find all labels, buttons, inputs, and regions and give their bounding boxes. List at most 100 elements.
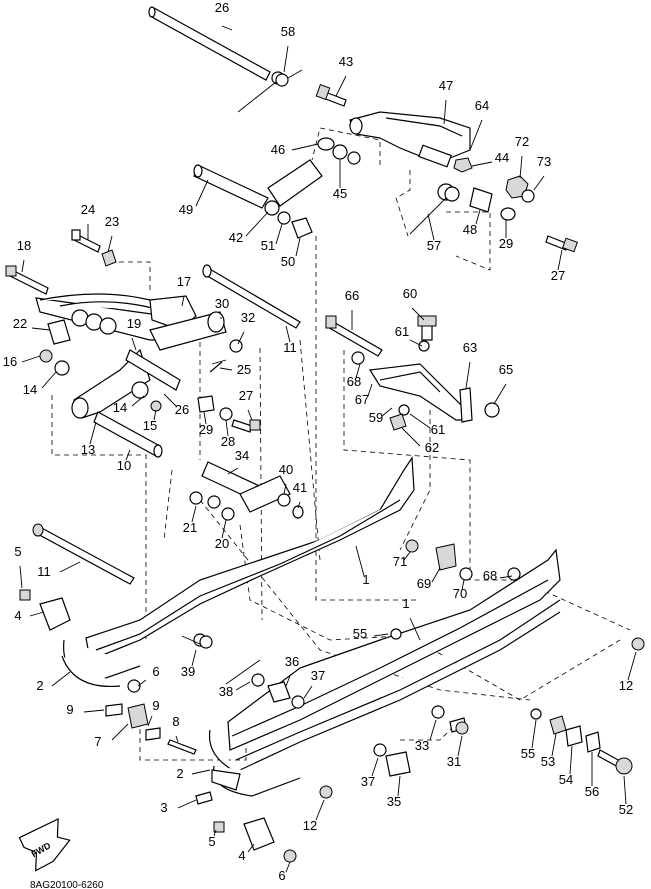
callout-number: 68	[347, 374, 361, 389]
callout-26: 26	[163, 393, 189, 417]
callout-number: 65	[499, 362, 513, 377]
left-rail	[19, 456, 415, 755]
leader-line	[429, 719, 437, 741]
callout-number: 23	[105, 214, 119, 229]
callout-number: 63	[463, 340, 477, 355]
callout-55: 55	[521, 719, 537, 761]
callout-number: 37	[311, 668, 325, 683]
callout-number: 5	[14, 544, 21, 559]
callout-39: 39	[181, 649, 197, 679]
callout-number: 2	[36, 678, 43, 693]
callout-45: 45	[333, 160, 347, 201]
callout-37: 37	[361, 757, 379, 789]
leader-line	[469, 119, 483, 151]
callout-number: 69	[417, 576, 431, 591]
leader-line	[431, 567, 441, 583]
callout-61: 61	[395, 324, 423, 347]
callout-59: 59	[369, 407, 393, 425]
leader-line	[373, 633, 389, 637]
leader-line	[245, 211, 269, 237]
fwd-arrow-icon: FWD	[18, 817, 71, 872]
callout-number: 67	[355, 392, 369, 407]
leader-line	[623, 775, 627, 805]
callout-6: 6	[278, 861, 291, 883]
leader-line	[303, 685, 313, 699]
leader-line	[247, 409, 253, 421]
callout-2: 2	[176, 766, 211, 781]
leader-line	[401, 427, 421, 447]
callout-4: 4	[238, 843, 255, 863]
right-arm-assembly	[325, 315, 500, 431]
callout-number: 40	[279, 462, 293, 477]
callout-number: 11	[283, 340, 297, 355]
leader-line	[221, 519, 227, 539]
callout-number: 59	[369, 410, 383, 425]
callout-40: 40	[279, 462, 293, 495]
callout-number: 29	[199, 422, 213, 437]
callout-41: 41	[293, 480, 307, 509]
callout-number: 44	[495, 150, 509, 165]
leader-line	[285, 675, 291, 687]
callout-5: 5	[14, 544, 23, 589]
leader-line	[493, 383, 507, 405]
callout-number: 33	[415, 738, 429, 753]
callout-number: 16	[3, 354, 17, 369]
callout-1: 1	[355, 545, 370, 587]
callout-71: 71	[393, 551, 411, 569]
drawing-code: 8AG20100-6260	[30, 880, 104, 889]
callout-number: 64	[475, 98, 489, 113]
callout-38: 38	[219, 681, 251, 699]
leader-line	[371, 757, 379, 777]
callout-69: 69	[417, 567, 441, 591]
leader-line	[519, 155, 523, 179]
callout-26: 26	[215, 0, 233, 31]
callout-48: 48	[463, 209, 481, 237]
callout-number: 53	[541, 754, 555, 769]
leader-line	[237, 331, 245, 345]
leader-line	[221, 25, 233, 31]
leader-line	[175, 735, 179, 743]
callout-11: 11	[283, 325, 297, 355]
callout-number: 57	[427, 238, 441, 253]
callout-number: 54	[559, 772, 573, 787]
upper-assembly	[148, 6, 578, 253]
callout-33: 33	[415, 719, 437, 753]
callout-8: 8	[172, 714, 180, 743]
callout-57: 57	[427, 213, 441, 253]
leader-line	[411, 307, 425, 321]
callout-number: 62	[425, 440, 439, 455]
leader-line	[195, 179, 209, 207]
callout-10: 10	[117, 449, 131, 473]
callout-64: 64	[469, 98, 489, 151]
callout-5: 5	[208, 829, 217, 849]
callout-7: 7	[94, 723, 129, 749]
callout-number: 27	[551, 268, 565, 283]
callout-number: 12	[619, 678, 633, 693]
callout-number: 15	[143, 418, 157, 433]
callout-number: 56	[585, 784, 599, 799]
callout-29: 29	[199, 411, 213, 437]
leader-line	[291, 143, 319, 151]
callout-number: 68	[483, 568, 497, 583]
callout-58: 58	[281, 24, 295, 73]
callout-14: 14	[23, 371, 57, 397]
leader-line	[131, 395, 145, 407]
callout-number: 22	[13, 316, 27, 331]
leader-line	[29, 611, 45, 617]
leader-line	[21, 259, 25, 273]
callout-number: 42	[229, 230, 243, 245]
leader-line	[409, 339, 423, 347]
leader-line	[409, 617, 421, 641]
leader-line	[137, 679, 147, 687]
callout-68: 68	[483, 568, 513, 583]
leader-line	[355, 363, 361, 379]
leader-line	[355, 545, 365, 577]
callout-number: 46	[271, 142, 285, 157]
callout-number: 8	[172, 714, 179, 729]
callout-61: 61	[409, 413, 445, 437]
callout-21: 21	[183, 505, 197, 535]
leader-line	[247, 843, 255, 853]
callout-9: 9	[66, 702, 105, 717]
spring-58	[237, 69, 303, 113]
callout-19: 19	[127, 316, 141, 351]
